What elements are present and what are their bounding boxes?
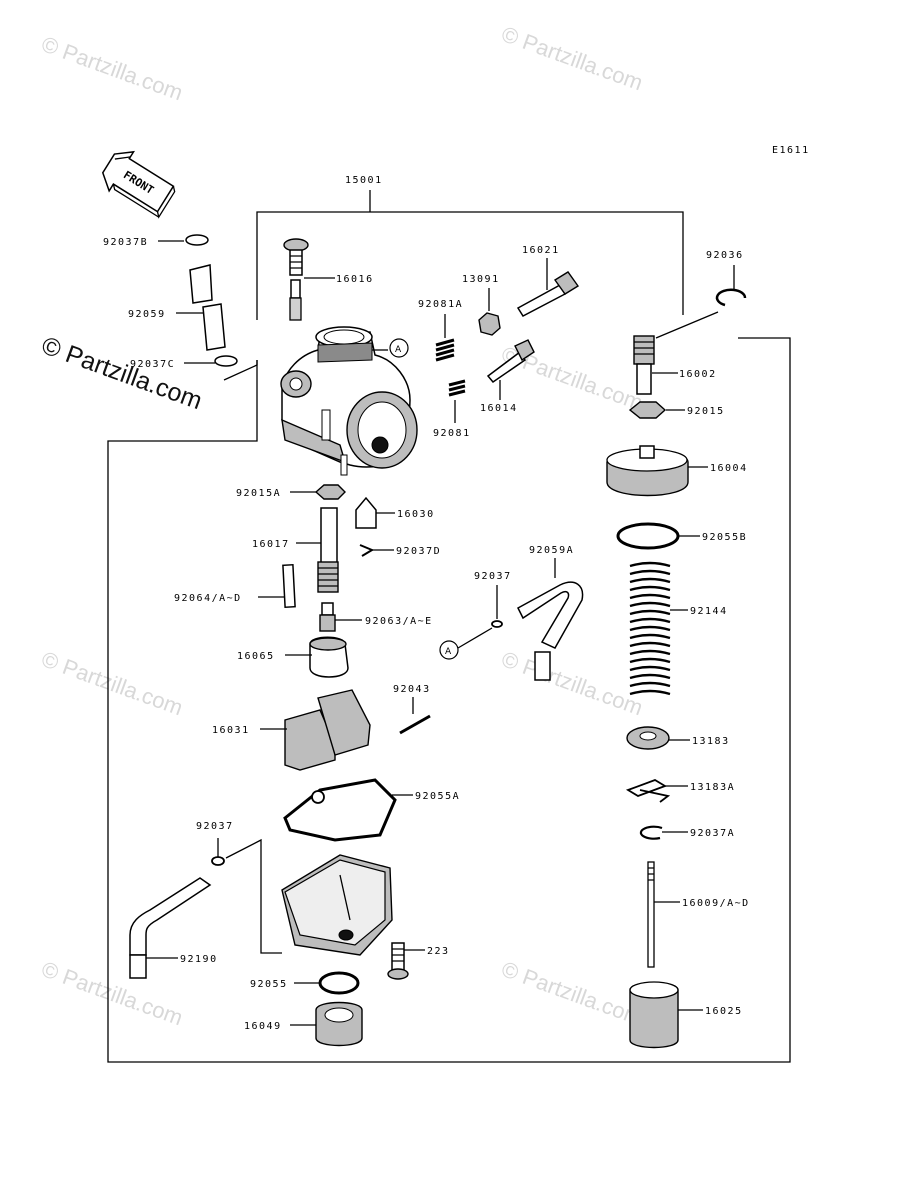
label-92190: 92190 <box>180 954 218 965</box>
label-92037A: 92037A <box>690 828 735 839</box>
front-arrow-icon: FRONT <box>101 150 176 219</box>
label-92064: 92064/A~D <box>174 593 242 604</box>
label-223: 223 <box>427 946 450 957</box>
label-92081: 92081 <box>433 428 471 439</box>
label-16002: 16002 <box>679 369 717 380</box>
label-16017: 16017 <box>252 539 290 550</box>
jet-16017 <box>296 507 339 593</box>
pin-92043 <box>399 697 431 735</box>
label-92063: 92063/A~E <box>365 616 433 627</box>
part-16016 <box>283 238 335 321</box>
part-16065 <box>285 636 349 678</box>
label-92037C: 92037C <box>130 359 175 370</box>
label-16025: 16025 <box>705 1006 743 1017</box>
label-16009: 16009/A~D <box>682 898 750 909</box>
part-16021 <box>516 258 580 317</box>
label-92144: 92144 <box>690 606 728 617</box>
label-16031: 16031 <box>212 725 250 736</box>
label-92037-mid: 92037 <box>474 571 512 582</box>
part-92037A <box>639 825 688 840</box>
label-92037-low: 92037 <box>196 821 234 832</box>
screw-223 <box>387 942 425 980</box>
label-16004: 16004 <box>710 463 748 474</box>
label-16016: 16016 <box>336 274 374 285</box>
spring-92081A <box>435 314 455 362</box>
part-92015A <box>290 484 346 500</box>
label-92015A: 92015A <box>236 488 281 499</box>
figure-code: E1611 <box>772 145 810 156</box>
label-16021: 16021 <box>522 245 560 256</box>
hose-set-top-left <box>158 234 258 381</box>
hose-92059A <box>517 558 584 681</box>
label-13183A: 13183A <box>690 782 735 793</box>
label-92037B: 92037B <box>103 237 148 248</box>
watermark: © Partzilla.com <box>38 956 186 1030</box>
part-16025 <box>629 981 703 1049</box>
jet-92064 <box>258 563 296 609</box>
clip-92037D <box>359 544 394 557</box>
part-13183 <box>626 726 690 750</box>
ref-a-top: A <box>395 345 402 355</box>
part-13091 <box>478 288 501 336</box>
label-16014: 16014 <box>480 403 518 414</box>
watermark-primary: © Partzilla.com <box>38 331 206 415</box>
label-92059: 92059 <box>128 309 166 320</box>
watermark: © Partzilla.com <box>498 646 646 720</box>
float-bowl <box>281 854 393 956</box>
part-92015 <box>628 401 685 419</box>
watermark: © Partzilla.com <box>498 21 646 95</box>
oring-92055 <box>294 971 360 995</box>
label-92015: 92015 <box>687 406 725 417</box>
part-16030 <box>355 496 395 529</box>
label-92036: 92036 <box>706 250 744 261</box>
float-16031 <box>260 689 371 771</box>
label-13183: 13183 <box>692 736 730 747</box>
label-92059A: 92059A <box>529 545 574 556</box>
jet-92063 <box>319 602 362 632</box>
spring-92144 <box>629 561 688 698</box>
watermark: © Partzilla.com <box>38 646 186 720</box>
clip-92037-low <box>211 838 282 954</box>
label-92043: 92043 <box>393 684 431 695</box>
part-16014 <box>486 339 535 400</box>
spring-92081 <box>448 379 466 423</box>
watermark: © Partzilla.com <box>498 956 646 1030</box>
part-92055B <box>616 522 700 550</box>
gasket-92055A <box>283 778 413 842</box>
watermark: © Partzilla.com <box>38 31 186 105</box>
label-15001: 15001 <box>345 175 383 186</box>
assembly-frame <box>107 190 791 1063</box>
part-16002 <box>633 335 678 395</box>
part-92036 <box>655 265 747 339</box>
label-92055B: 92055B <box>702 532 747 543</box>
label-92055: 92055 <box>250 979 288 990</box>
ref-a-mid: A <box>445 647 452 657</box>
label-13091: 13091 <box>462 274 500 285</box>
label-16049: 16049 <box>244 1021 282 1032</box>
part-16004 <box>606 445 708 497</box>
label-92055A: 92055A <box>415 791 460 802</box>
part-13183A <box>625 779 688 803</box>
label-92037D: 92037D <box>396 546 441 557</box>
label-16030: 16030 <box>397 509 435 520</box>
carburetor-body: A <box>280 326 418 476</box>
label-16065: 16065 <box>237 651 275 662</box>
clip-92037-mid: A <box>439 585 503 660</box>
needle-16009 <box>647 861 680 968</box>
hose-92190 <box>129 877 212 979</box>
label-92081A: 92081A <box>418 299 463 310</box>
plug-16049 <box>290 1001 363 1047</box>
